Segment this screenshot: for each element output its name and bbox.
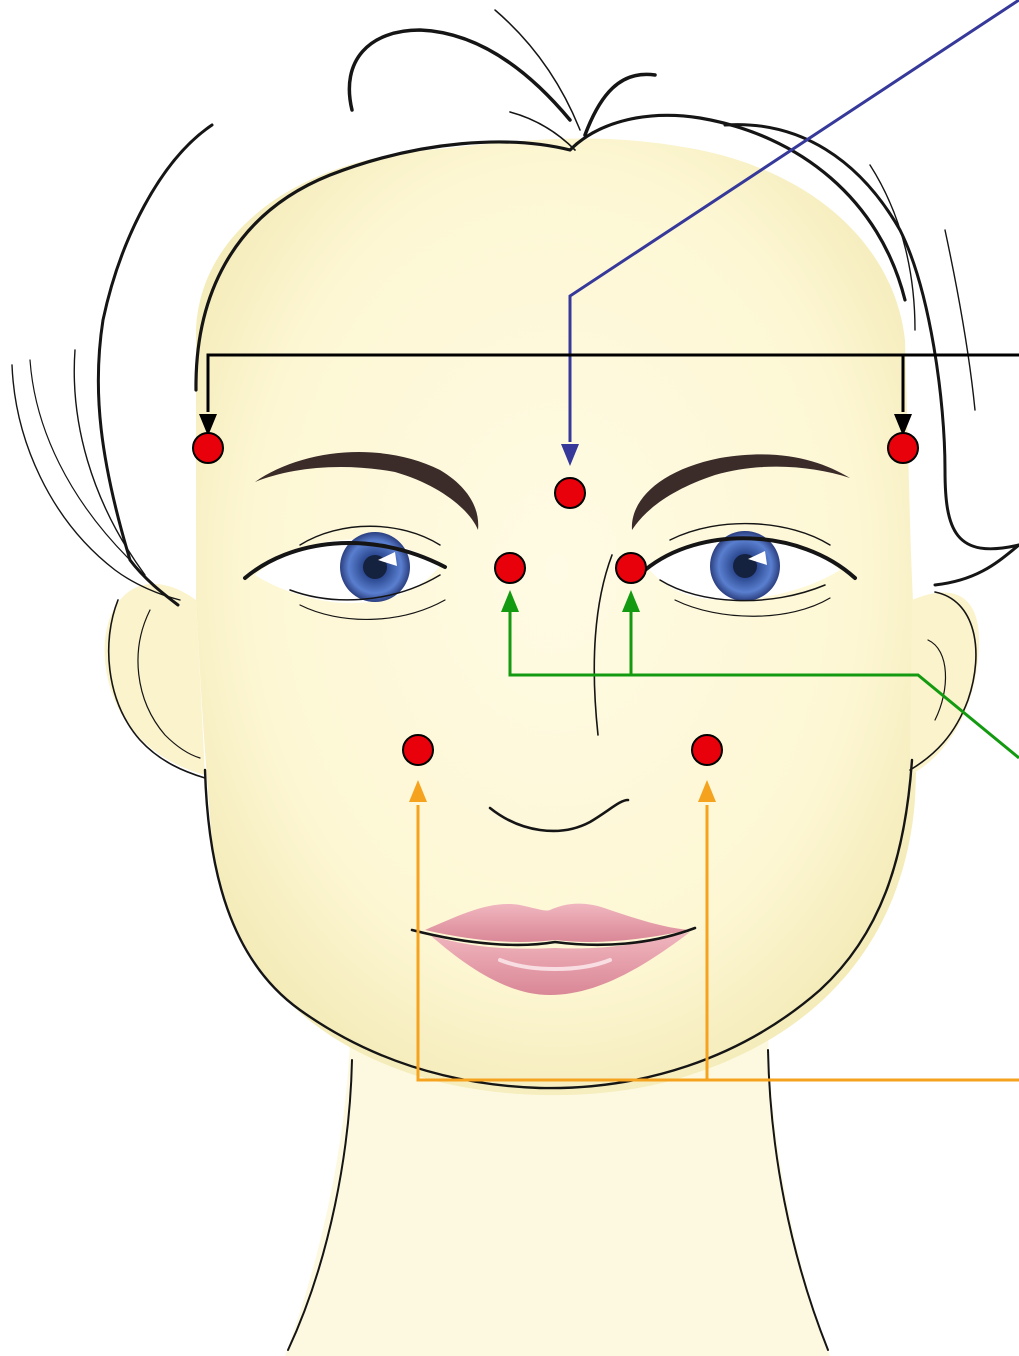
- hair-right-wisp-2: [935, 545, 1019, 585]
- hair-left-wisp-2: [12, 365, 180, 600]
- hair-top-curl: [349, 30, 570, 120]
- acupoint-brow-center: [555, 478, 585, 508]
- hair-right-wisp-3: [945, 230, 975, 410]
- acupoint-right-temple: [888, 433, 918, 463]
- left-ear: [105, 584, 205, 775]
- hair-top-right: [585, 74, 655, 135]
- acupoint-left-cheek: [403, 735, 433, 765]
- acupoint-right-cheek: [692, 735, 722, 765]
- acupoint-right-inner-eye: [616, 553, 646, 583]
- acupoint-left-temple: [193, 433, 223, 463]
- hair-left-long: [98, 125, 212, 605]
- hair-left-wisp-3: [30, 360, 130, 560]
- hair-top-wave: [495, 10, 580, 130]
- face: [105, 112, 980, 1095]
- acupoint-left-inner-eye: [495, 553, 525, 583]
- hair-left-wisp-1: [74, 350, 145, 575]
